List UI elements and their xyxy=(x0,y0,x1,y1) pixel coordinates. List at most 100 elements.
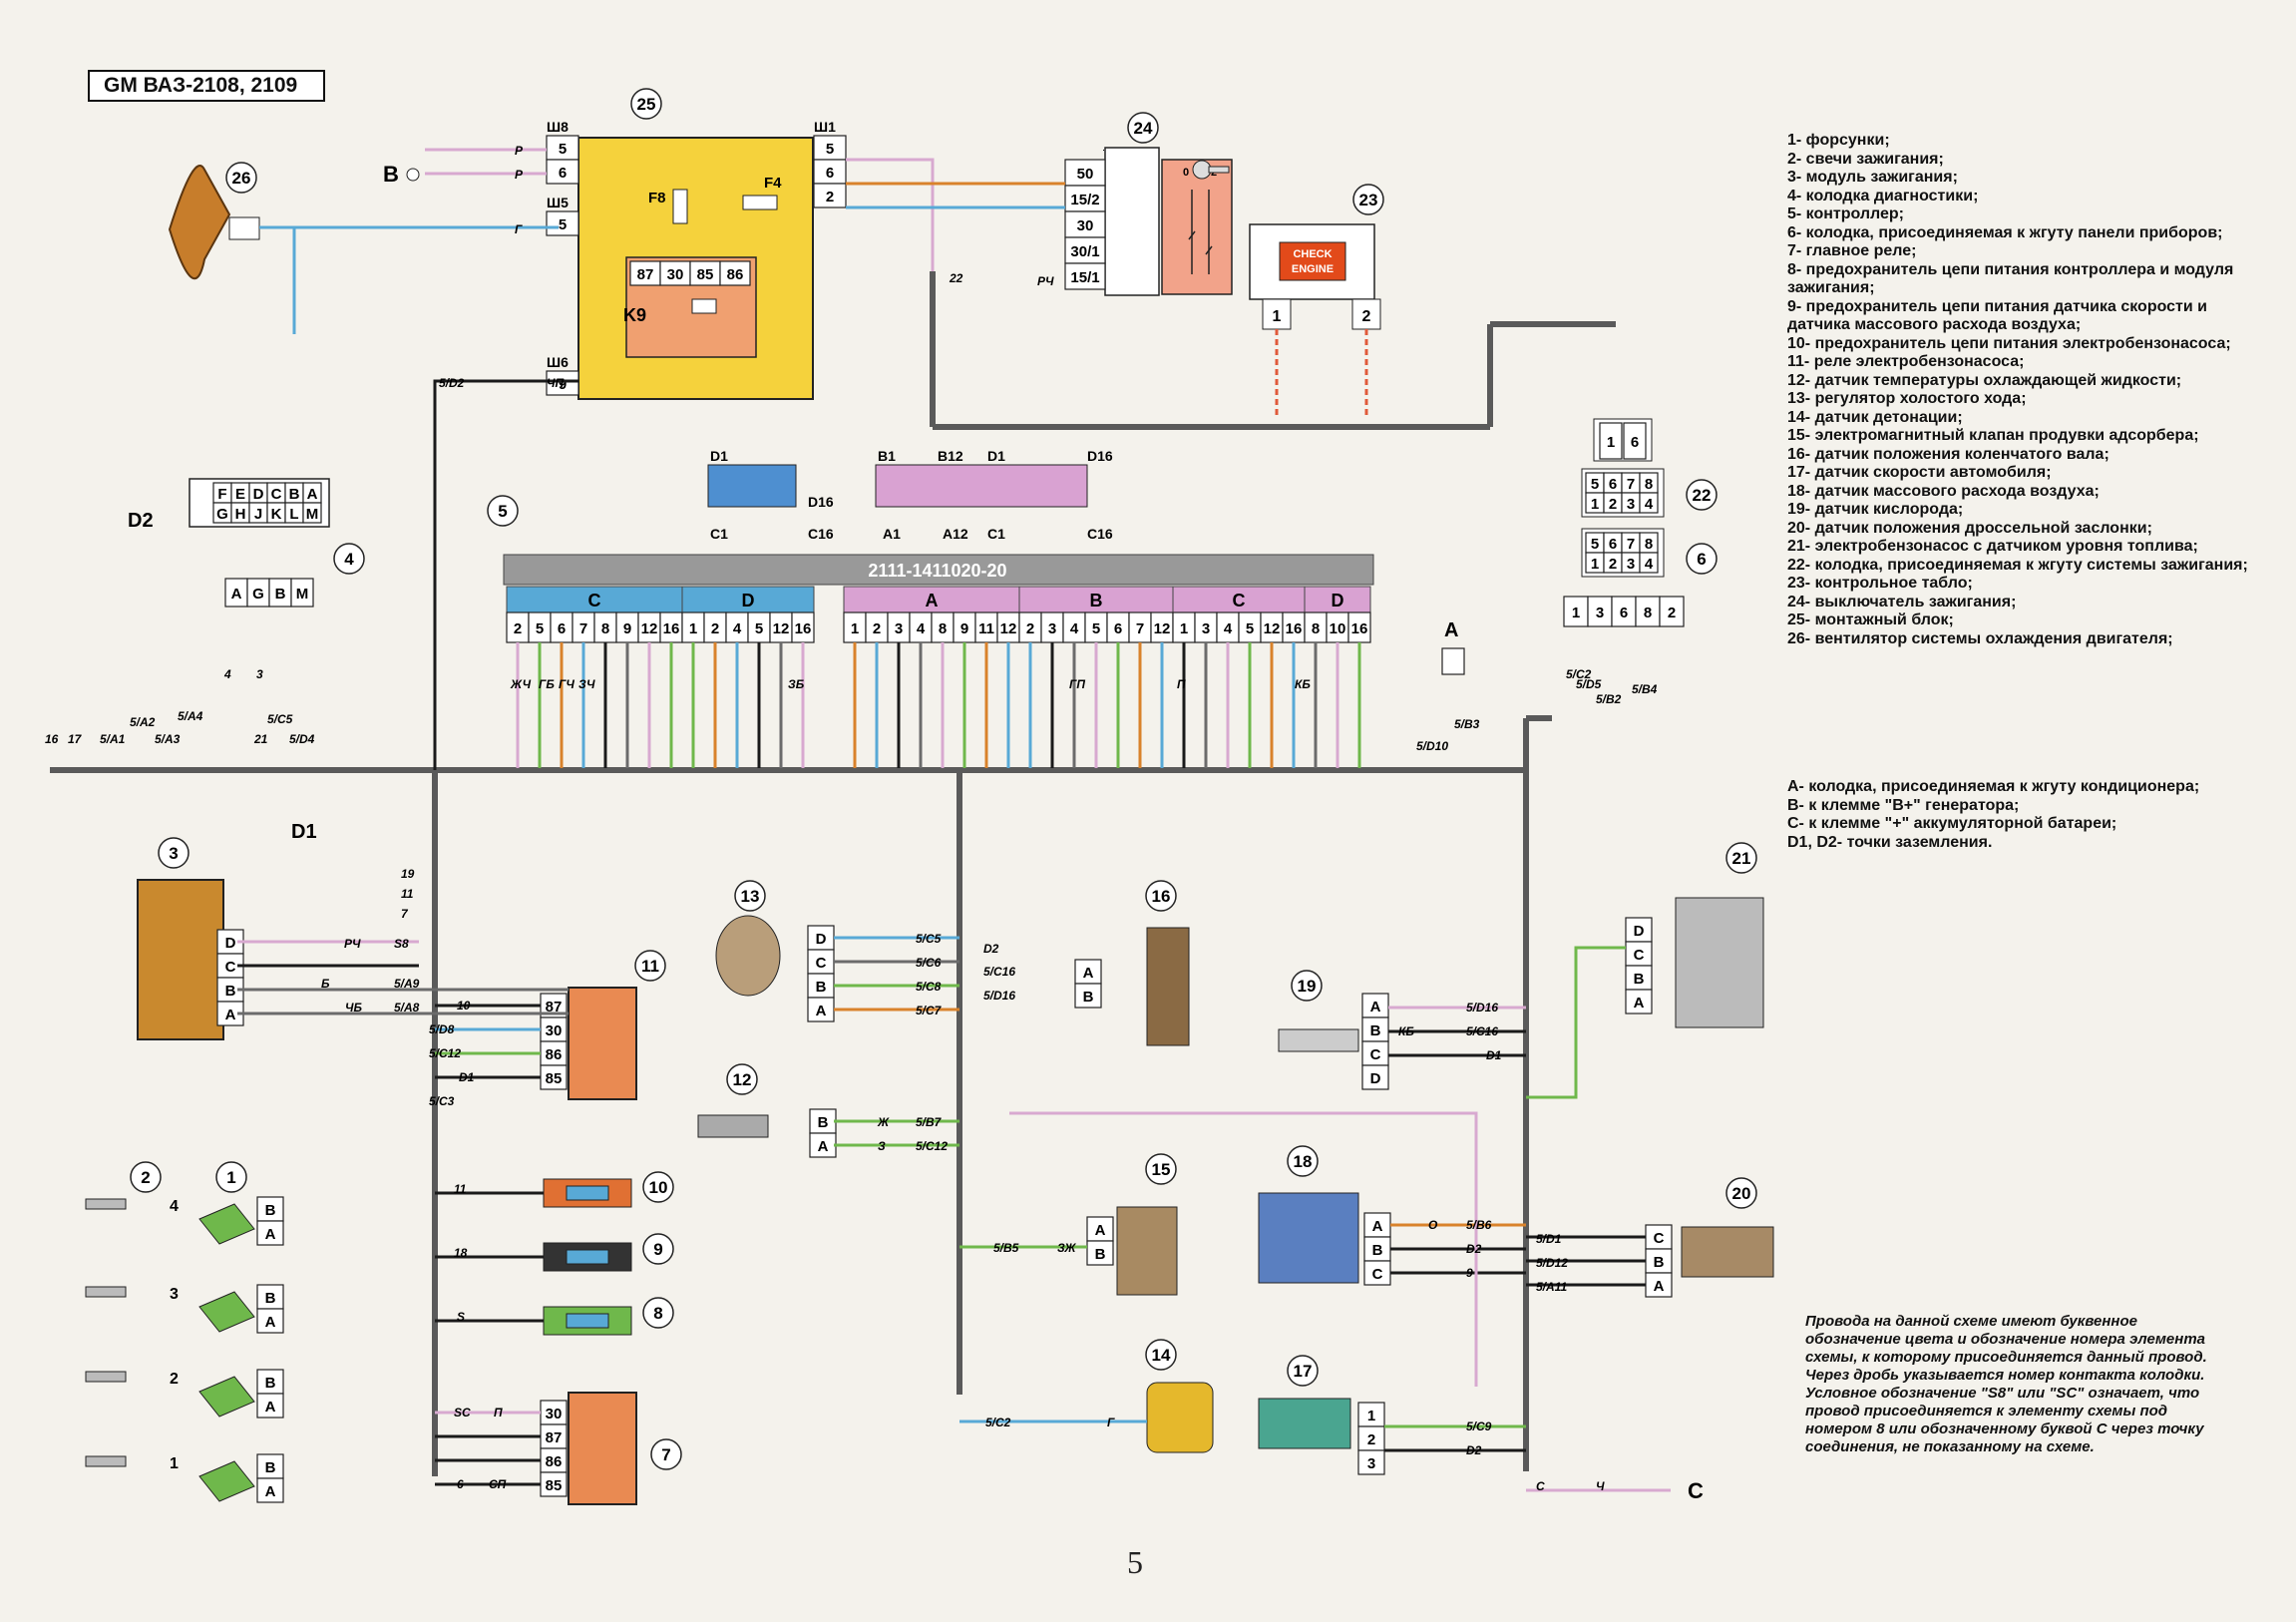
controller-pin: 11 xyxy=(978,620,994,637)
component-number: 26 xyxy=(232,169,251,188)
connector-6-pin: 7 xyxy=(1627,536,1635,553)
crank-sensor-pin-cell xyxy=(1074,959,1102,985)
wire-label: 5/C7 xyxy=(916,1004,943,1017)
diag-grid-pin-cell xyxy=(302,502,322,524)
component-number: 7 xyxy=(661,1445,670,1464)
wire-label: 11 xyxy=(454,1182,467,1196)
controller-connector-label: C1 xyxy=(710,526,728,542)
purge-valve-pin: B xyxy=(1095,1246,1106,1263)
component-number-circle xyxy=(1291,970,1323,1002)
temp-sensor-pin-cell xyxy=(809,1132,837,1158)
wire-label: ЧБ xyxy=(345,1001,362,1014)
diag-grid-pin: A xyxy=(307,486,318,503)
relay-k9-pin-cell xyxy=(689,260,721,286)
relay-11-pin: 87 xyxy=(546,999,563,1015)
diag-grid-pin: K xyxy=(271,506,282,523)
component-number-circle xyxy=(1127,112,1159,144)
check-engine-panel: CHECK ENGINE 1 2 xyxy=(1249,223,1381,419)
controller-pin: 5 xyxy=(755,620,763,637)
connector-6-row-pin-cell xyxy=(1563,596,1589,627)
legend-item: 23- контрольное табло; xyxy=(1787,575,1973,592)
component-number-circle xyxy=(333,543,365,575)
connector-22-pin: 2 xyxy=(1609,496,1617,513)
component-number: 25 xyxy=(637,95,656,114)
relay-11-body xyxy=(568,987,637,1100)
component-number: 4 xyxy=(344,550,354,569)
component-number-circle xyxy=(1287,1355,1319,1387)
wire-label: КБ xyxy=(1295,677,1311,691)
legend-item: 26- вентилятор системы охлаждения двигат… xyxy=(1787,629,2173,647)
ignition-switch-pin-cell xyxy=(1064,236,1106,264)
oxygen-sensor-pin: A xyxy=(1370,999,1381,1015)
oxygen-sensor-body xyxy=(1278,1028,1359,1052)
wire xyxy=(846,158,935,271)
controller-pin: 8 xyxy=(939,620,947,637)
ignition-module-pin: D xyxy=(225,935,236,952)
maf-sensor-pin-cell xyxy=(1363,1236,1391,1262)
diag-grid-pin: E xyxy=(235,486,245,503)
mounting-block-pin-cell xyxy=(546,159,579,185)
injector-body xyxy=(198,1460,255,1502)
fuel-pump-pin: C xyxy=(1634,947,1645,964)
wire-label: S xyxy=(457,1310,465,1324)
check-engine-pin-2-label: 2 xyxy=(1362,308,1371,325)
connector-name: Ш5 xyxy=(547,195,569,210)
injector-pin-cell xyxy=(256,1393,284,1419)
check-engine-wires xyxy=(1275,329,1368,419)
legend-item: 9- предохранитель цепи питания датчика с… xyxy=(1787,297,2208,334)
component-number: 19 xyxy=(1298,977,1317,996)
ignition-switch-pin-cell xyxy=(1064,210,1106,238)
component-number-circle xyxy=(634,950,666,982)
component-number-circle xyxy=(1145,880,1177,912)
component-number: 2 xyxy=(141,1168,150,1187)
diag-pin: G xyxy=(252,586,264,603)
fan-wire xyxy=(259,225,559,334)
wire-label: О xyxy=(1428,1218,1438,1232)
injector-pin-cell xyxy=(256,1369,284,1395)
wire-label: 5/D4 xyxy=(289,732,315,746)
cylinder-number: 4 xyxy=(170,1198,179,1215)
legend-item: 4- колодка диагностики; xyxy=(1787,187,1979,204)
connector-16-pin-6: 6 xyxy=(1631,434,1639,451)
controller-connector-label: C16 xyxy=(808,526,834,542)
connector-6-row-pin: 6 xyxy=(1620,605,1628,621)
wire-label: 19 xyxy=(401,867,415,881)
wire-label: D2 xyxy=(983,942,999,956)
wire-label: 5/C6 xyxy=(916,956,942,970)
connector-22-pin: 5 xyxy=(1591,476,1599,493)
injector-pin: A xyxy=(265,1226,276,1243)
wire-label: 5/B6 xyxy=(1466,1218,1492,1232)
mounting-block-pin: 5 xyxy=(826,141,834,158)
relay-k9-pin: 85 xyxy=(697,266,714,283)
connector-22-pin: 8 xyxy=(1645,476,1653,493)
controller-pin: 9 xyxy=(960,620,968,637)
component-number: 3 xyxy=(169,844,178,863)
connector-16-pin-1-cell xyxy=(1599,422,1623,460)
controller-group-header xyxy=(843,586,1020,613)
injector-pin-cell xyxy=(256,1308,284,1334)
wire-label: П xyxy=(1177,677,1186,691)
wire-label: 7 xyxy=(401,907,409,921)
component-number: 14 xyxy=(1152,1346,1171,1365)
controller-group-header xyxy=(1304,586,1371,613)
ignition-switch-pin: 30/1 xyxy=(1070,243,1099,260)
wire-label: 10 xyxy=(457,999,471,1013)
component-number: 20 xyxy=(1732,1184,1751,1203)
legend-item: 21- электробензонасос с датчиком уровня … xyxy=(1787,538,2198,555)
component-number: 8 xyxy=(653,1304,662,1323)
component-number: 6 xyxy=(1697,550,1706,569)
crank-sensor-pin: A xyxy=(1083,965,1094,982)
controller-pin: 8 xyxy=(601,620,609,637)
wire-label: ГБ xyxy=(539,677,555,691)
controller-connector-label: D16 xyxy=(1087,448,1113,464)
speed-sensor-pin-cell xyxy=(1357,1449,1385,1475)
controller-connector-label: B12 xyxy=(938,448,963,464)
component-number: 12 xyxy=(733,1070,752,1089)
idle-regulator-pin-cell xyxy=(807,925,835,951)
